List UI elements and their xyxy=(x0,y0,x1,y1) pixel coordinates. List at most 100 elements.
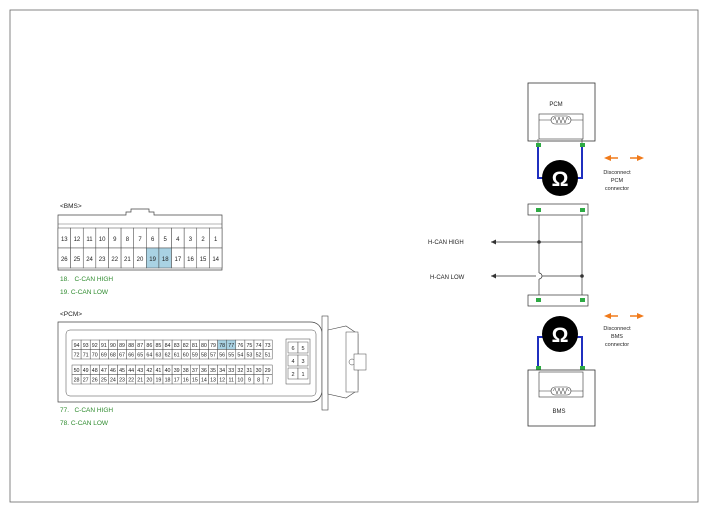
bms-pin-label-25: 25 xyxy=(74,257,81,263)
bms-pin-label-7: 7 xyxy=(138,237,142,243)
label-h-can-high: H-CAN HIGH xyxy=(428,240,464,246)
bms-pin-label-6: 6 xyxy=(151,237,155,243)
pcm-pin-label-42: 42 xyxy=(146,368,152,374)
bms-pin-label-19: 19 xyxy=(149,257,156,263)
pcm-module-label: PCM xyxy=(549,102,562,108)
pcm-pin-label-76: 76 xyxy=(237,343,243,349)
pcm-connector-title: <PCM> xyxy=(60,311,83,318)
pcm-pin-label-43: 43 xyxy=(137,368,143,374)
bms-note-18-pin: 18. xyxy=(60,276,70,283)
bms-pin-label-5: 5 xyxy=(164,237,168,243)
top-ohmmeter xyxy=(542,160,578,196)
pcm-side-pin-label-6: 6 xyxy=(291,346,294,352)
pcm-side-pin-label-3: 3 xyxy=(301,359,304,365)
pcm-pin-label-66: 66 xyxy=(128,353,134,359)
pcm-pin-label-81: 81 xyxy=(192,343,198,349)
pcm-pin-label-80: 80 xyxy=(201,343,207,349)
pcm-pin-label-90: 90 xyxy=(110,343,116,349)
pcm-pin-label-39: 39 xyxy=(174,368,180,374)
bms-note-18-signal: C-CAN HIGH xyxy=(74,276,114,283)
bms-pin-label-16: 16 xyxy=(187,257,194,263)
pcm-pin-right xyxy=(580,143,585,147)
arrow-h-can-high xyxy=(491,239,496,245)
pcm-pin-label-69: 69 xyxy=(101,353,107,359)
pcm-pin-label-25: 25 xyxy=(101,378,107,384)
pcm-pin-label-70: 70 xyxy=(92,353,98,359)
disconnect-arrow-bottom xyxy=(604,313,644,319)
pcm-pin-label-38: 38 xyxy=(183,368,189,374)
pcm-pin-label-30: 30 xyxy=(256,368,262,374)
pcm-pin-label-44: 44 xyxy=(128,368,134,374)
pcm-pin-label-52: 52 xyxy=(256,353,262,359)
pcm-pin-label-71: 71 xyxy=(83,353,89,359)
pcm-pin-label-55: 55 xyxy=(228,353,234,359)
pcm-pin-label-10: 10 xyxy=(237,378,243,384)
label-h-can-low: H-CAN LOW xyxy=(430,275,465,281)
pcm-pin-label-63: 63 xyxy=(155,353,161,359)
disconnect-arrow-top xyxy=(604,155,644,161)
bms-pin-label-24: 24 xyxy=(86,257,93,263)
pcm-pin-label-33: 33 xyxy=(228,368,234,374)
bms-connector-title: <BMS> xyxy=(60,203,82,210)
bms-pin-label-17: 17 xyxy=(175,257,182,263)
pcm-pin-label-88: 88 xyxy=(128,343,134,349)
pcm-connector-housing xyxy=(57,321,323,403)
pcm-pin-label-28: 28 xyxy=(74,378,80,384)
harness-top-pin-left xyxy=(536,208,541,212)
bms-pin-label-8: 8 xyxy=(126,237,130,243)
bms-pin-cell-14 xyxy=(209,247,223,269)
bms-pin-label-1: 1 xyxy=(214,237,218,243)
pcm-pin-label-21: 21 xyxy=(137,378,143,384)
bms-pin-right xyxy=(580,366,585,370)
pcm-pin-label-68: 68 xyxy=(110,353,116,359)
harness-connector-top xyxy=(527,203,589,216)
pcm-pin-label-14: 14 xyxy=(201,378,207,384)
can-resistance-circuit: PCM BMS Ω Ω H-CAN HIGH H-CAN LOW Disconn… xyxy=(428,82,644,427)
harness-bottom-pin-left xyxy=(536,298,541,302)
pcm-pin-label-34: 34 xyxy=(219,368,225,374)
bms-pin-label-11: 11 xyxy=(86,237,93,243)
bms-module-box xyxy=(527,369,596,427)
pcm-pin-label-92: 92 xyxy=(92,343,98,349)
bms-note-19-signal: C-CAN LOW xyxy=(70,289,109,296)
pcm-pin-label-62: 62 xyxy=(165,353,171,359)
pcm-side-pin-cell-3 xyxy=(297,354,309,367)
pcm-pin-label-12: 12 xyxy=(219,378,225,384)
pcm-pin-label-7: 7 xyxy=(266,378,269,384)
bms-pin-label-20: 20 xyxy=(137,257,144,263)
pcm-pin-label-50: 50 xyxy=(74,368,80,374)
harness-connector-bottom xyxy=(527,294,589,307)
pcm-pin-label-37: 37 xyxy=(192,368,198,374)
pcm-note-77-pin: 77. xyxy=(60,407,70,414)
bms-pin-left xyxy=(536,366,541,370)
pcm-pin-label-27: 27 xyxy=(83,378,89,384)
pcm-pin-label-31: 31 xyxy=(246,368,252,374)
harness-top-pin-right xyxy=(580,208,585,212)
pcm-pin-label-46: 46 xyxy=(110,368,116,374)
pcm-pin-label-86: 86 xyxy=(146,343,152,349)
bms-pin-label-18: 18 xyxy=(162,257,169,263)
pcm-pin-label-40: 40 xyxy=(165,368,171,374)
pcm-resistor-box xyxy=(538,113,584,140)
pcm-pin-label-54: 54 xyxy=(237,353,243,359)
pcm-pin-label-17: 17 xyxy=(174,378,180,384)
pcm-pin-label-24: 24 xyxy=(110,378,116,384)
pcm-note-78-signal: C-CAN LOW xyxy=(70,420,109,427)
pcm-pin-label-41: 41 xyxy=(155,368,161,374)
pcm-pin-label-84: 84 xyxy=(165,343,171,349)
disconnect-bottom-line3: connector xyxy=(605,342,629,348)
disconnect-bottom-line1: Disconnect xyxy=(603,326,631,332)
pcm-pin-label-35: 35 xyxy=(210,368,216,374)
bms-pin-label-2: 2 xyxy=(201,237,205,243)
bms-pin-label-23: 23 xyxy=(99,257,106,263)
pcm-side-pin-label-5: 5 xyxy=(301,346,304,352)
pcm-pin-label-15: 15 xyxy=(192,378,198,384)
pcm-pin-label-61: 61 xyxy=(174,353,180,359)
pcm-pin-label-58: 58 xyxy=(201,353,207,359)
pcm-pin-label-49: 49 xyxy=(83,368,89,374)
pcm-pin-label-65: 65 xyxy=(137,353,143,359)
pcm-side-pin-cell-1 xyxy=(297,367,309,380)
pcm-note-78-pin: 78. xyxy=(60,420,70,427)
pcm-pin-label-19: 19 xyxy=(155,378,161,384)
